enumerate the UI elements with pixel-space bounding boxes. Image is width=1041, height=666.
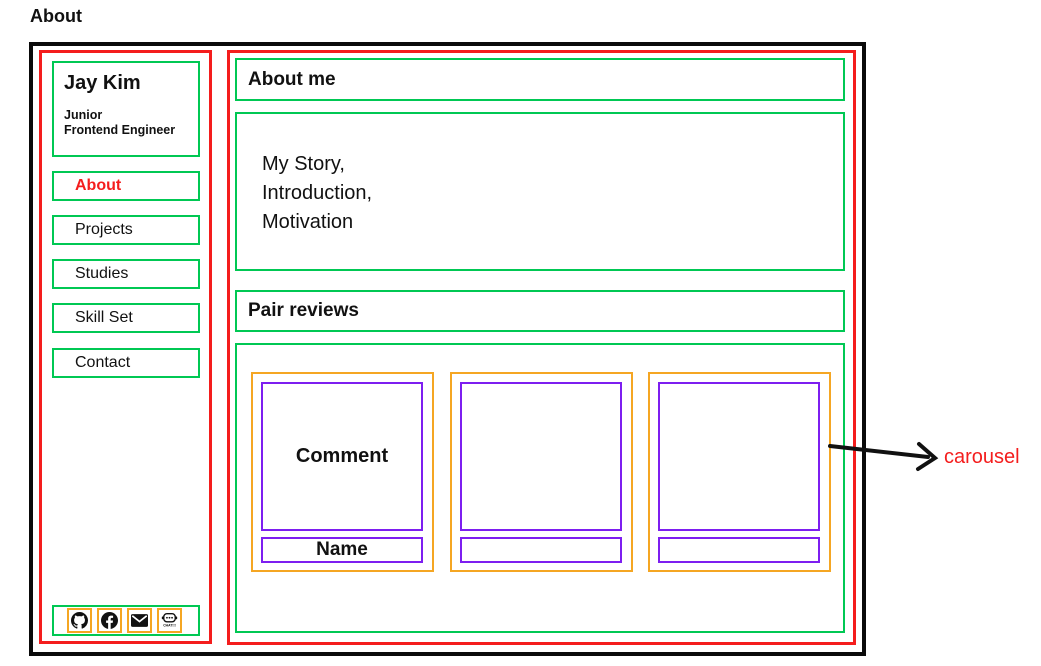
comment-box xyxy=(658,382,820,531)
name-box xyxy=(460,537,622,563)
story-line: Introduction, xyxy=(262,182,373,204)
profile-card: Jay Kim Junior Frontend Engineer xyxy=(52,61,200,157)
review-card[interactable]: Comment Name xyxy=(251,372,434,572)
sidebar-item-studies[interactable]: Studies xyxy=(52,259,200,289)
comment-box: Comment xyxy=(261,382,423,531)
review-card[interactable] xyxy=(450,372,633,572)
carousel-annotation-arrow xyxy=(828,442,939,471)
github-icon[interactable] xyxy=(67,608,92,633)
review-card[interactable] xyxy=(648,372,831,572)
reviews-carousel[interactable] xyxy=(235,343,845,633)
profile-role: Junior Frontend Engineer xyxy=(64,108,198,138)
social-links-bar: CHAT!!! xyxy=(52,605,200,636)
comment-label: Comment xyxy=(295,445,389,467)
page-title: About xyxy=(30,6,82,26)
main-content-panel: About me My Story, Introduction, Motivat… xyxy=(227,50,856,645)
story-line: My Story, xyxy=(262,153,345,175)
email-icon[interactable] xyxy=(127,608,152,633)
profile-role-line: Junior xyxy=(64,108,103,122)
story-line: Motivation xyxy=(262,211,354,233)
sidebar-item-skillset[interactable]: Skill Set xyxy=(52,303,200,333)
chat-icon-label: CHAT!!! xyxy=(163,623,176,627)
about-me-header: About me xyxy=(235,58,845,101)
comment-box xyxy=(460,382,622,531)
name-box xyxy=(658,537,820,563)
chat-icon[interactable]: CHAT!!! xyxy=(157,608,182,633)
name-box: Name xyxy=(261,537,423,563)
profile-role-line: Frontend Engineer xyxy=(64,123,176,137)
carousel-annotation-label: carousel xyxy=(944,446,1020,468)
sidebar: Jay Kim Junior Frontend Engineer About P… xyxy=(39,50,212,644)
facebook-icon[interactable] xyxy=(97,608,122,633)
sidebar-item-about[interactable]: About xyxy=(52,171,200,201)
name-label: Name xyxy=(316,539,368,560)
profile-name: Jay Kim xyxy=(64,72,141,94)
browser-frame xyxy=(29,42,866,656)
story-box: My Story, Introduction, Motivation xyxy=(235,112,845,271)
sidebar-item-contact[interactable]: Contact xyxy=(52,348,200,378)
pair-reviews-header: Pair reviews xyxy=(235,290,845,332)
sidebar-item-projects[interactable]: Projects xyxy=(52,215,200,245)
